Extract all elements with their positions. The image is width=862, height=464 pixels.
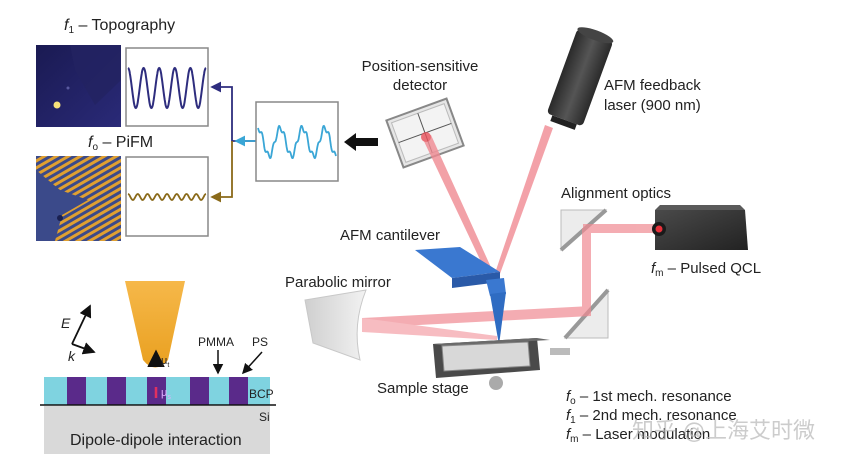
legend-item: f1 – 2nd mech. resonance	[566, 407, 737, 426]
ps-domains	[67, 377, 248, 405]
psd-label-line2: detector	[393, 77, 447, 94]
signal-flow-arrow-icon	[344, 133, 378, 151]
ps-label: PS	[252, 335, 268, 349]
watermark: 知乎 @上海艾时微	[632, 419, 815, 444]
tip-dipole-label: μt	[161, 355, 169, 369]
pifm-image	[36, 156, 121, 241]
ps-stripe	[107, 377, 126, 405]
sample-dipole-label: μs	[161, 387, 171, 401]
si-substrate	[44, 406, 270, 454]
topography-image	[36, 45, 121, 127]
dipole-inset: μt μs E k PMMA PS BCP Si Dipole-dipole i…	[40, 281, 276, 454]
si-label: Si	[259, 410, 270, 424]
k-vector-label: k	[68, 348, 76, 364]
ps-stripe	[190, 377, 209, 405]
pulsed-qcl	[652, 205, 748, 250]
qcl-label: fm – Pulsed QCL	[651, 260, 761, 279]
e-field-label: E	[61, 315, 71, 331]
legend-item: fo – 1st mech. resonance	[566, 388, 732, 407]
mixed-waveform	[257, 124, 337, 160]
afm-feedback-laser	[547, 27, 614, 130]
k-vector-arrow	[71, 342, 96, 355]
cantilever-label: AFM cantilever	[340, 227, 440, 244]
bcp-label: BCP	[249, 387, 274, 401]
ps-stripe	[229, 377, 248, 405]
sample-stage	[433, 338, 570, 390]
topography-connector-arrow	[210, 81, 256, 142]
parabolic-mirror	[304, 289, 367, 361]
ps-arrow	[241, 351, 263, 375]
topography-signal-box	[125, 47, 209, 127]
legend-item: fm – Laser modulation	[566, 426, 710, 445]
laser-label-line1: AFM feedback	[604, 77, 701, 94]
e-field-arrow	[71, 304, 92, 345]
dipole-caption: Dipole-dipole interaction	[70, 432, 242, 449]
sample-stage-label: Sample stage	[377, 380, 469, 397]
feedback-laser-beams	[421, 125, 553, 285]
qcl-beam	[362, 224, 659, 340]
pifm-waveform	[127, 193, 207, 201]
laser-label-line2: laser (900 nm)	[604, 97, 701, 114]
parabolic-mirror-label: Parabolic mirror	[285, 274, 391, 291]
topography-waveform	[127, 66, 207, 110]
pifm-connector-arrow	[210, 141, 233, 203]
alignment-optics-label: Alignment optics	[561, 185, 671, 202]
afm-cantilever	[415, 247, 506, 345]
psd-label-line1: Position-sensitive	[362, 58, 479, 75]
pifm-signal-box	[125, 156, 209, 237]
frequency-legend: fo – 1st mech. resonance f1 – 2nd mech. …	[566, 388, 737, 445]
mixed-signal-box	[255, 101, 339, 182]
topography-title: f1 – Topography	[64, 17, 175, 36]
pifm-title: fo – PiFM	[88, 134, 153, 153]
ps-stripe	[67, 377, 86, 405]
afm-tip	[125, 281, 185, 368]
pmma-label: PMMA	[198, 335, 234, 349]
